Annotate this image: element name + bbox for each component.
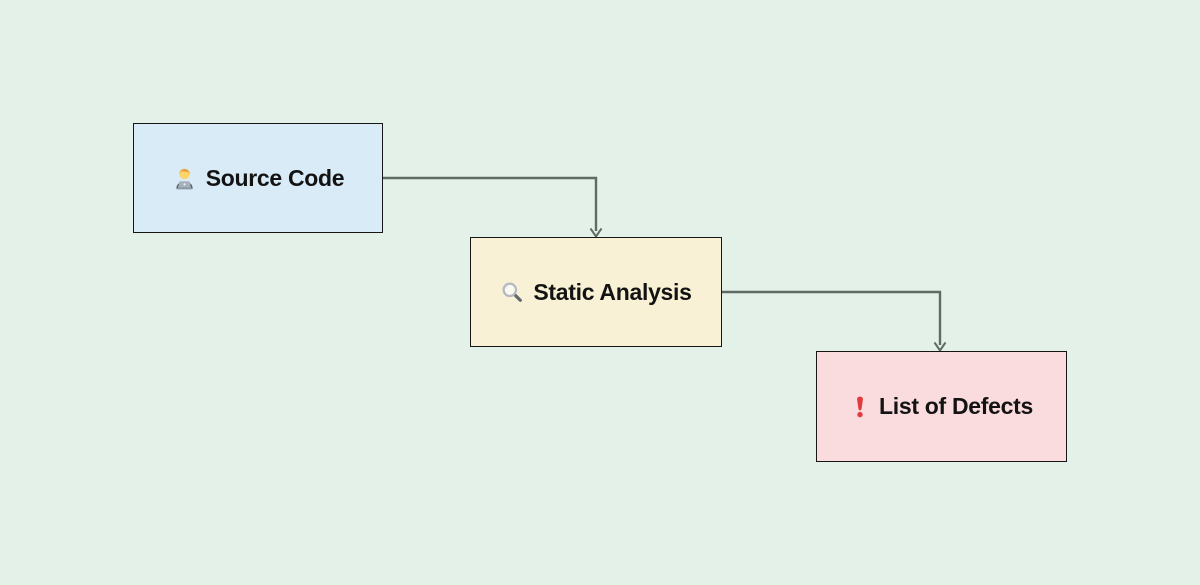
node-label: List of Defects xyxy=(879,393,1033,419)
technologist-icon xyxy=(172,166,197,191)
node-label: Source Code xyxy=(205,164,345,191)
red-exclamation-icon xyxy=(850,394,870,419)
arrowhead-down-icon xyxy=(933,341,947,353)
node-label: Static Analysis xyxy=(533,278,692,305)
edge-analysis-to-defects xyxy=(722,290,947,353)
node-source-code[interactable]: Source Code xyxy=(133,123,383,233)
edge-source-to-analysis xyxy=(383,176,603,239)
arrowhead-down-icon xyxy=(589,227,603,239)
node-list-of-defects[interactable]: List of Defects xyxy=(816,351,1067,462)
node-static-analysis[interactable]: Static Analysis xyxy=(470,237,722,347)
magnifying-glass-icon xyxy=(500,280,524,304)
